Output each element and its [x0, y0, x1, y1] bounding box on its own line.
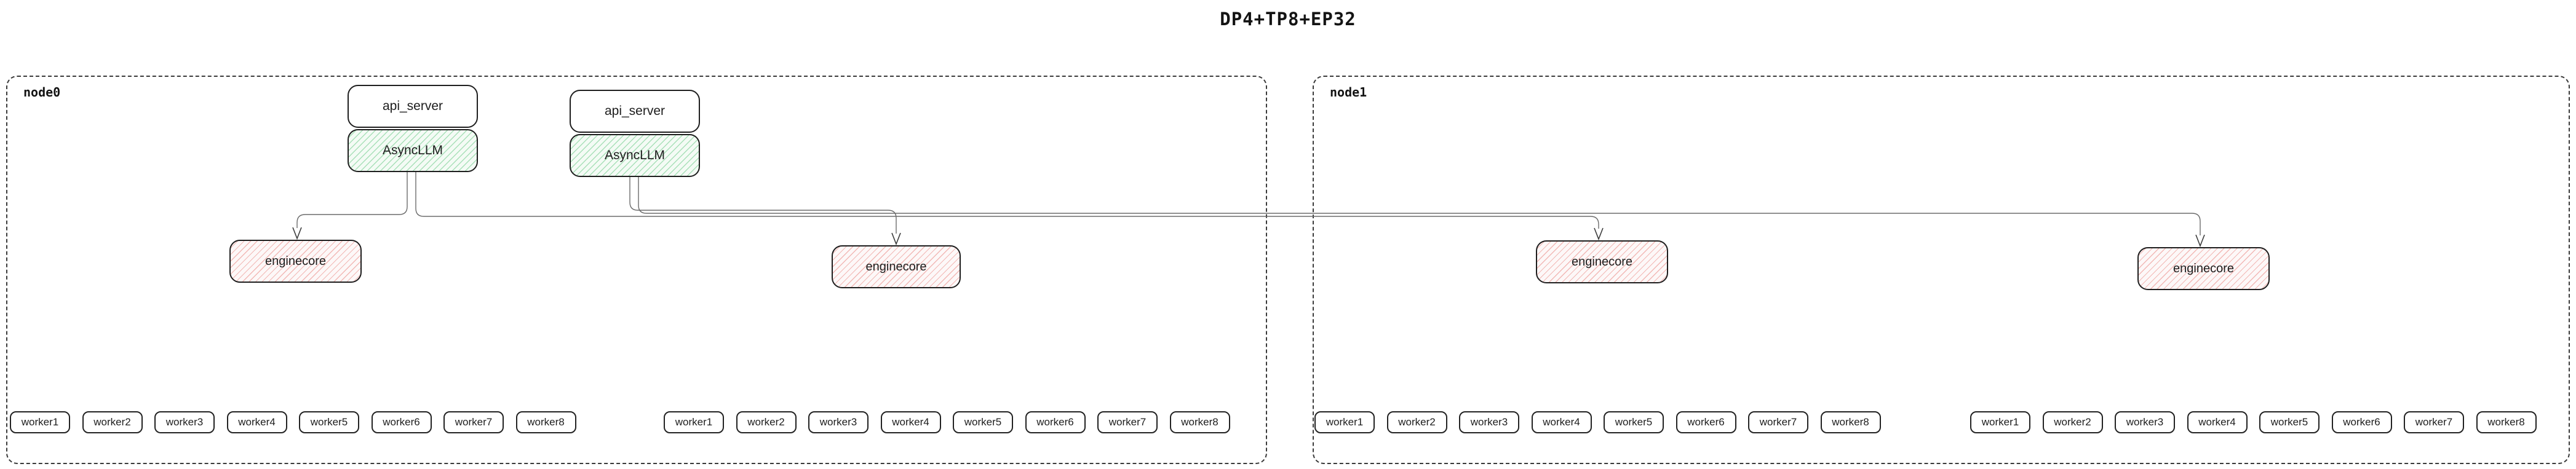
worker-label: worker2 [747, 416, 785, 428]
enginecore-box-4: enginecore [2137, 247, 2270, 290]
worker-label: worker5 [1615, 416, 1653, 428]
worker-label: worker3 [165, 416, 204, 428]
worker-group-2: worker1 worker2 worker3 worker4 worker5 … [664, 411, 1230, 433]
worker-label: worker7 [2415, 416, 2453, 428]
worker-box: worker6 [371, 411, 432, 433]
worker-box: worker1 [664, 411, 724, 433]
node1-box: node1 [1313, 76, 2570, 464]
worker-label: worker5 [2270, 416, 2308, 428]
worker-label: worker6 [383, 416, 420, 428]
worker-box: worker2 [1386, 411, 1447, 433]
worker-label: worker6 [1687, 416, 1725, 428]
worker-box: worker2 [82, 411, 143, 433]
worker-box: worker1 [10, 411, 70, 433]
asyncllm-box-1: AsyncLLM [348, 129, 478, 172]
asyncllm-label: AsyncLLM [604, 148, 666, 162]
worker-box: worker6 [2331, 411, 2392, 433]
worker-label: worker8 [1181, 416, 1218, 428]
node0-box: node0 [6, 76, 1267, 464]
api-server-label: api_server [382, 99, 443, 113]
worker-box: worker3 [2115, 411, 2175, 433]
asyncllm-box-2: AsyncLLM [570, 134, 700, 177]
worker-box: worker1 [1970, 411, 2030, 433]
worker-box: worker6 [1025, 411, 1086, 433]
worker-box: worker7 [1748, 411, 1808, 433]
enginecore-label: enginecore [265, 254, 326, 268]
worker-box: worker8 [515, 411, 576, 433]
worker-label: worker6 [1036, 416, 1074, 428]
worker-box: worker2 [736, 411, 797, 433]
enginecore-box-2: enginecore [832, 245, 961, 288]
worker-label: worker3 [819, 416, 857, 428]
enginecore-box-3: enginecore [1536, 240, 1668, 283]
worker-box: worker5 [1604, 411, 1664, 433]
worker-box: worker6 [1676, 411, 1736, 433]
enginecore-label: enginecore [865, 259, 927, 274]
worker-label: worker2 [1398, 416, 1436, 428]
api-server-box-2: api_server [570, 90, 700, 133]
worker-box: worker5 [2259, 411, 2320, 433]
worker-box: worker3 [808, 411, 869, 433]
worker-label: worker6 [2343, 416, 2380, 428]
worker-box: worker3 [154, 411, 215, 433]
worker-box: worker8 [1169, 411, 1230, 433]
worker-label: worker1 [21, 416, 59, 428]
worker-box: worker4 [880, 411, 941, 433]
worker-box: worker3 [1459, 411, 1519, 433]
worker-box: worker7 [1097, 411, 1158, 433]
asyncllm-label: AsyncLLM [382, 143, 443, 157]
worker-box: worker2 [2042, 411, 2103, 433]
worker-label: worker4 [892, 416, 929, 428]
worker-label: worker1 [1326, 416, 1364, 428]
worker-label: worker2 [2054, 416, 2091, 428]
worker-box: worker1 [1314, 411, 1375, 433]
worker-label: worker1 [1981, 416, 2019, 428]
worker-label: worker4 [238, 416, 276, 428]
worker-box: worker4 [2187, 411, 2248, 433]
worker-box: worker8 [1820, 411, 1881, 433]
worker-label: worker3 [1470, 416, 1508, 428]
worker-label: worker3 [2126, 416, 2164, 428]
node1-label: node1 [1330, 85, 1367, 100]
api-server-box-1: api_server [348, 85, 478, 128]
worker-label: worker1 [675, 416, 713, 428]
worker-label: worker4 [2198, 416, 2236, 428]
diagram-title: DP4+TP8+EP32 [1220, 9, 1356, 30]
worker-box: worker4 [1531, 411, 1592, 433]
worker-label: worker7 [1759, 416, 1797, 428]
worker-label: worker8 [2487, 416, 2525, 428]
worker-group-3: worker1 worker2 worker3 worker4 worker5 … [1314, 411, 1881, 433]
worker-box: worker7 [2404, 411, 2464, 433]
enginecore-label: enginecore [1572, 254, 1632, 269]
api-server-label: api_server [604, 104, 666, 118]
worker-group-4: worker1 worker2 worker3 worker4 worker5 … [1970, 411, 2537, 433]
enginecore-box-1: enginecore [229, 240, 362, 283]
enginecore-label: enginecore [2173, 261, 2234, 275]
worker-label: worker7 [1108, 416, 1147, 428]
worker-box: worker5 [299, 411, 359, 433]
worker-box: worker7 [443, 411, 504, 433]
worker-label: worker4 [1543, 416, 1580, 428]
worker-box: worker8 [2476, 411, 2537, 433]
worker-box: worker5 [953, 411, 1013, 433]
worker-label: worker2 [93, 416, 131, 428]
worker-box: worker4 [226, 411, 287, 433]
worker-label: worker5 [964, 416, 1002, 428]
node0-label: node0 [23, 85, 61, 100]
worker-label: worker8 [527, 416, 565, 428]
worker-label: worker8 [1832, 416, 1869, 428]
worker-label: worker7 [455, 416, 493, 428]
worker-label: worker5 [310, 416, 348, 428]
worker-group-1: worker1 worker2 worker3 worker4 worker5 … [10, 411, 576, 433]
